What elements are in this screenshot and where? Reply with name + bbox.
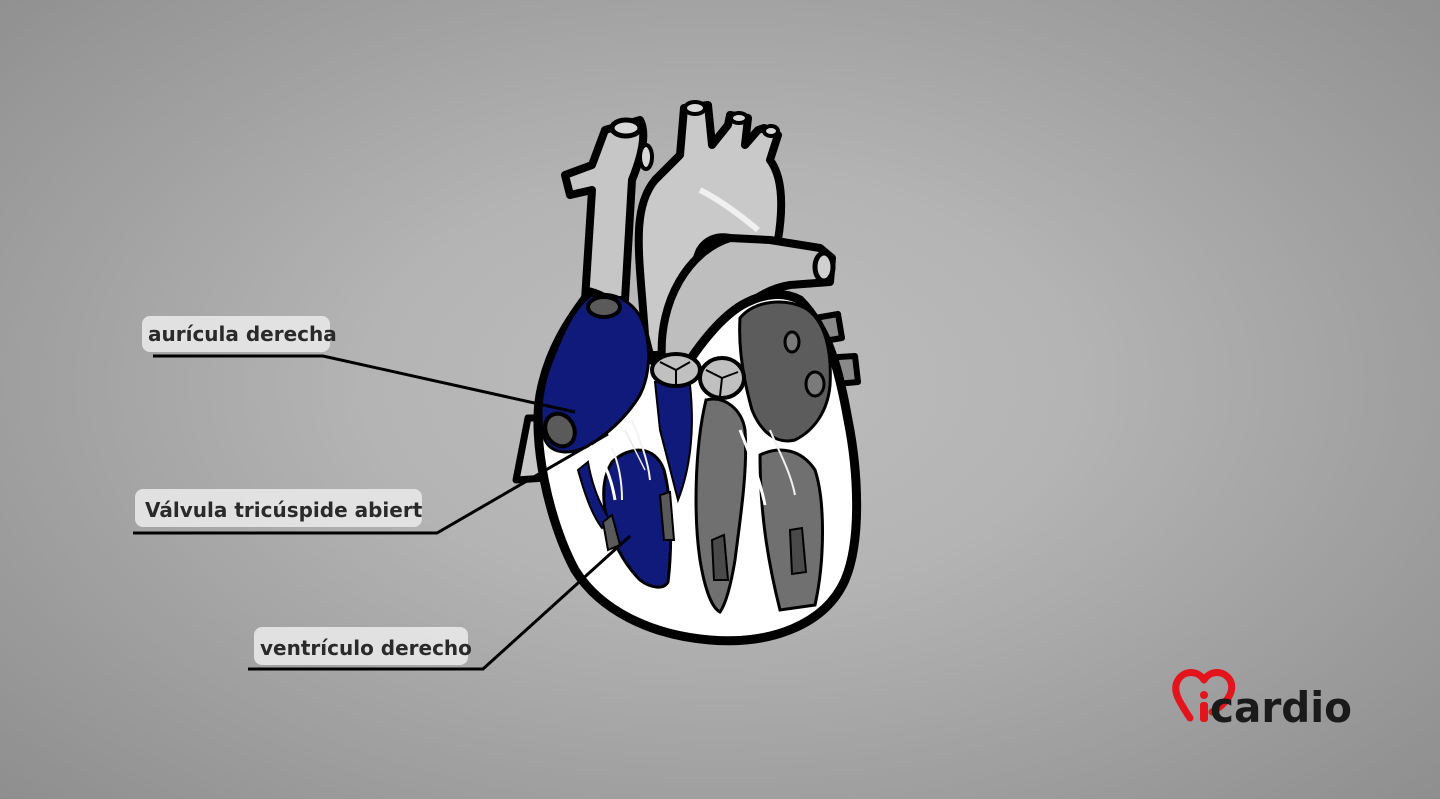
pulmonary-valve: [650, 352, 702, 388]
logo-wordmark: cardio: [1210, 683, 1352, 732]
aortic-valve: [698, 356, 746, 400]
heart-illustration: [512, 100, 862, 646]
right-outflow-tract: [653, 380, 693, 504]
left-atrium: [738, 300, 832, 443]
heart-pin-icon: [1172, 669, 1236, 722]
leader-line-right-atrium: [153, 354, 576, 414]
left-ventricle: [694, 397, 824, 614]
label-right-ventricle: ventrículo derecho: [248, 534, 632, 671]
label-right-ventricle-text: ventrículo derecho: [260, 636, 472, 660]
leader-line-tricuspid-valve: [133, 432, 609, 535]
label-tricuspid-valve-text: Válvula tricúspide abiert: [145, 498, 423, 522]
label-tricuspid-valve: Válvula tricúspide abiert: [133, 432, 609, 535]
label-right-atrium: aurícula derecha: [142, 316, 576, 414]
icardio-logo: cardio: [1172, 669, 1352, 732]
tricuspid-chordae: [588, 419, 651, 501]
leader-line-right-ventricle: [248, 534, 632, 671]
right-atrium: [539, 292, 651, 454]
label-right-atrium-text: aurícula derecha: [148, 322, 337, 346]
superior-vena-cava: [561, 116, 654, 304]
